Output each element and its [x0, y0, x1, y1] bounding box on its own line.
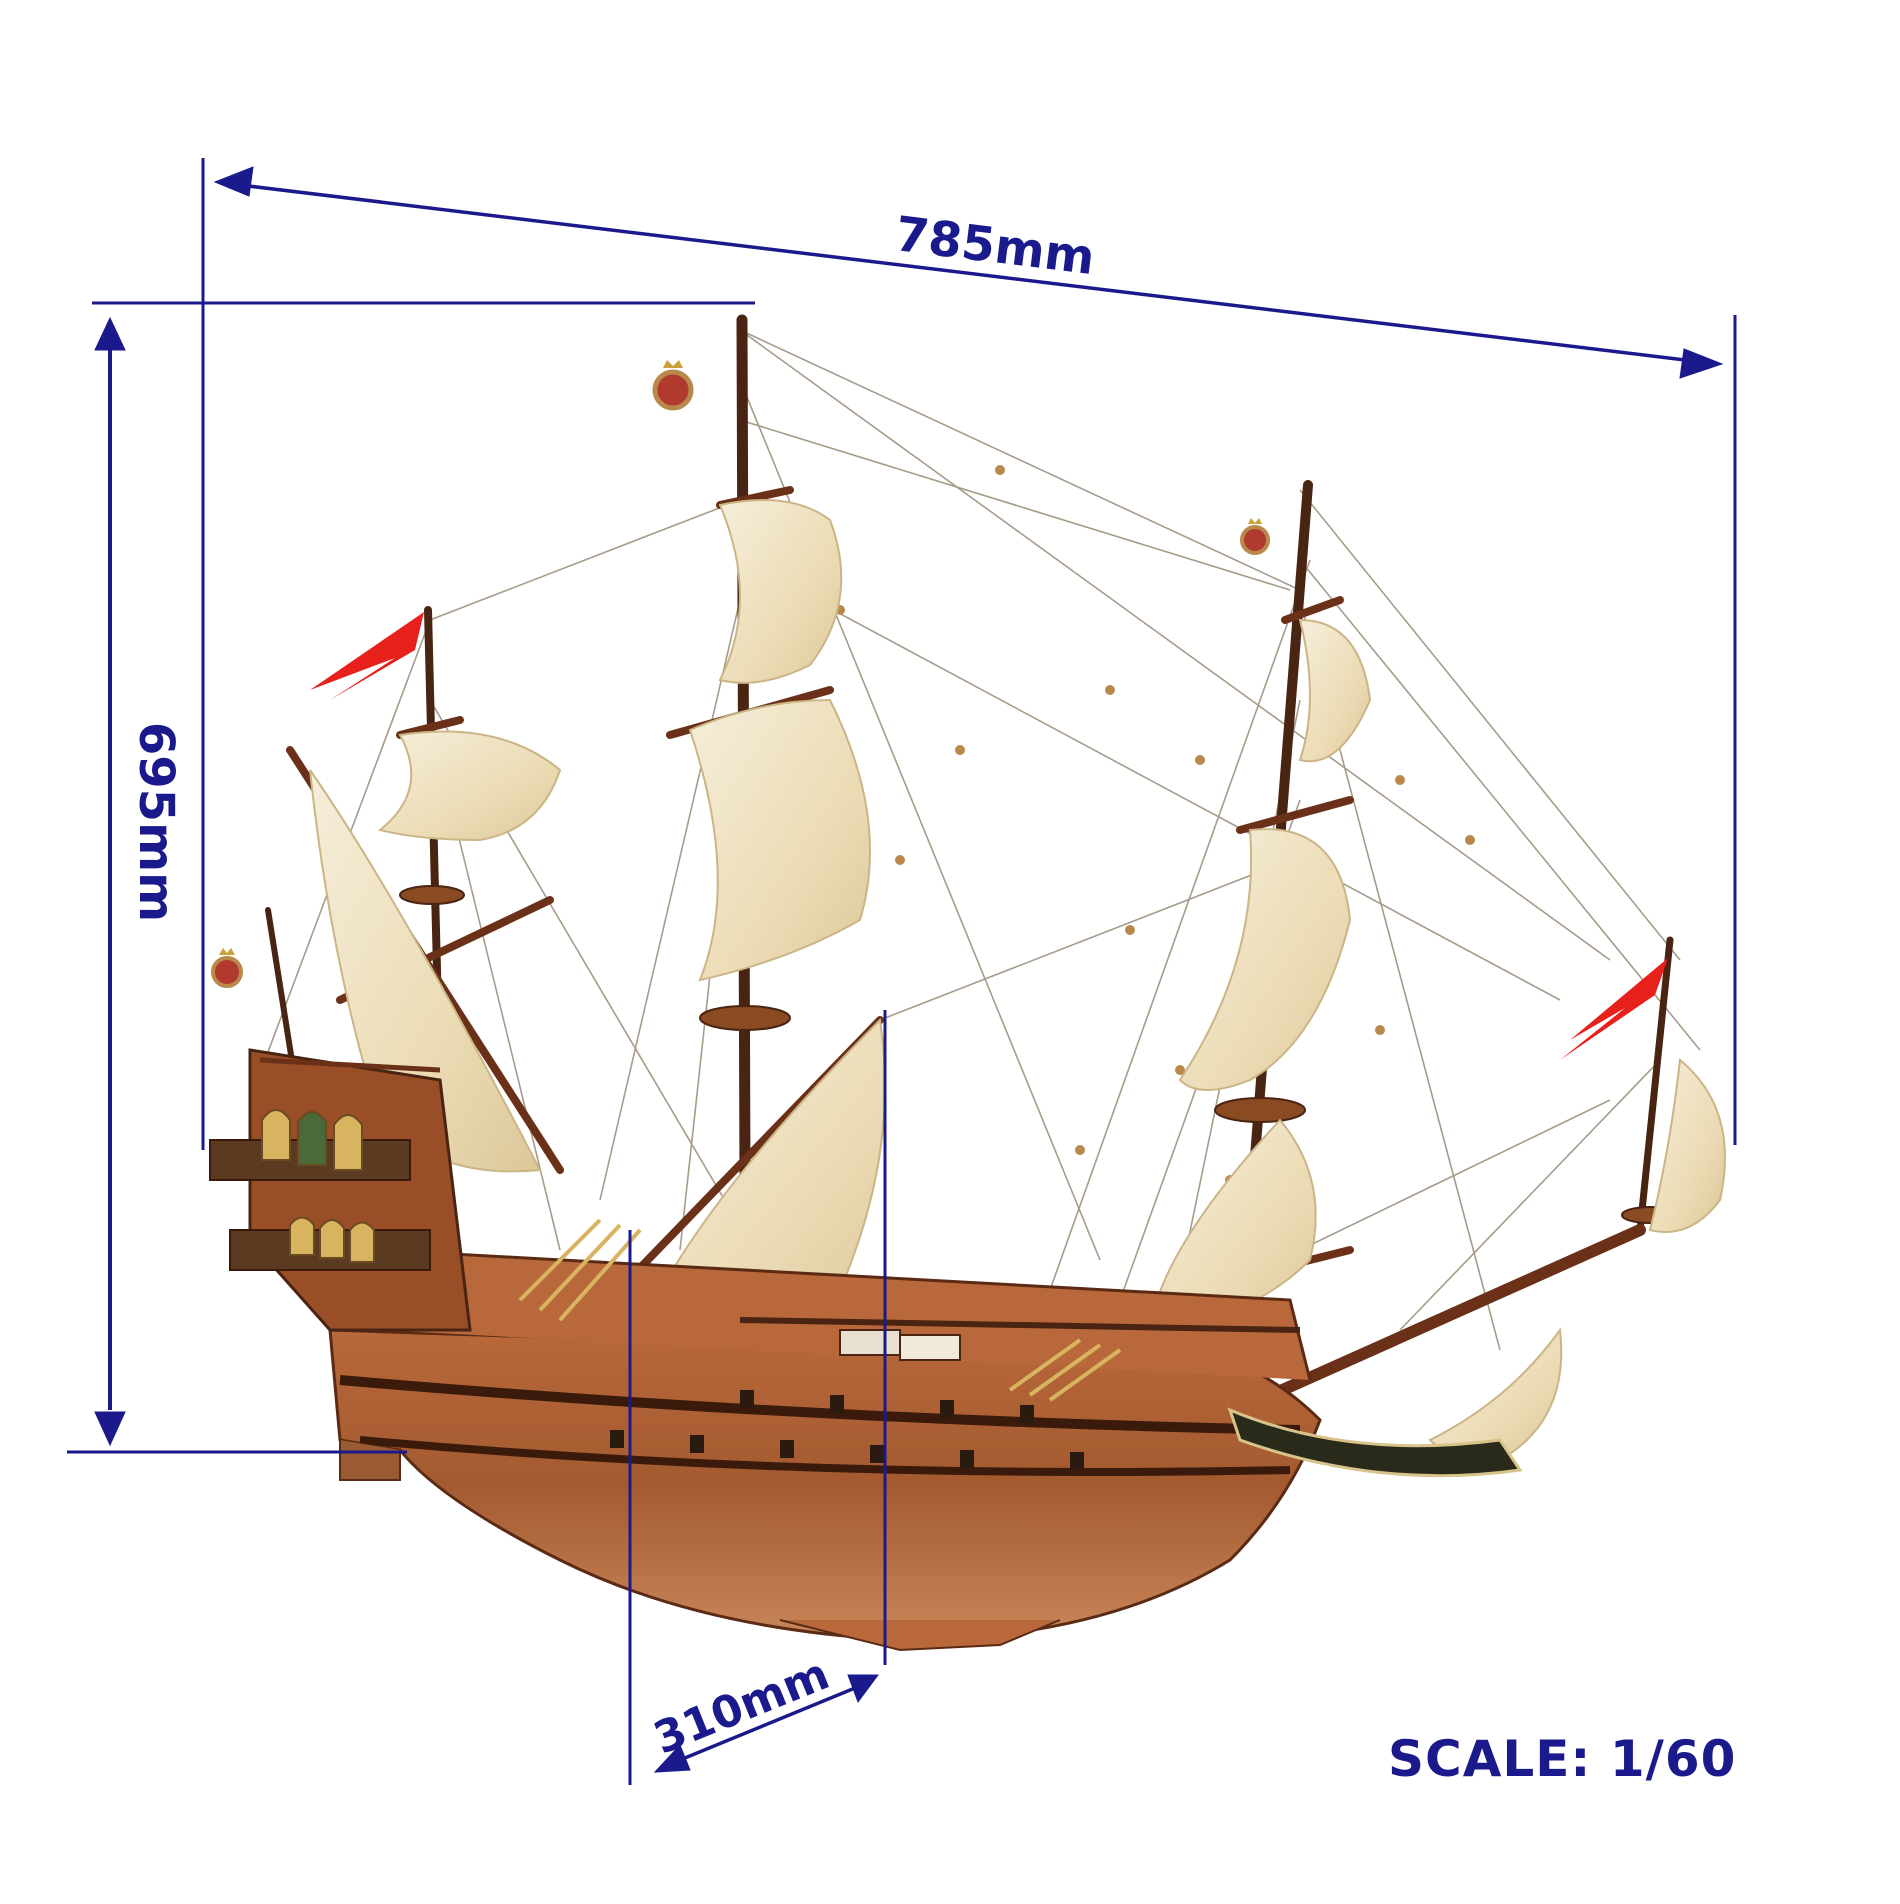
- length-dimension-arrow: [213, 166, 1724, 379]
- crest-icon: [211, 948, 243, 988]
- pennants: [310, 612, 1668, 1060]
- scale-label: SCALE: 1/60: [1388, 1730, 1737, 1788]
- rigging-blocks: [835, 465, 1475, 1185]
- stern-pennant-icon: [310, 612, 424, 700]
- bow-pennant-icon: [1560, 958, 1668, 1060]
- mizzen-topsail: [377, 730, 562, 842]
- length-label: 785mm: [892, 206, 1098, 286]
- height-label: 695mm: [128, 722, 184, 922]
- crests: [211, 360, 1270, 988]
- bowsprit-sail: [1648, 1058, 1726, 1233]
- ship-model-illustration: [209, 314, 1726, 1652]
- main-topsail: [718, 499, 843, 684]
- stern-castle: [248, 1048, 472, 1332]
- arrowhead-up-icon: [94, 316, 126, 351]
- height-dimension-arrow: [94, 316, 126, 1447]
- crest-icon: [652, 360, 694, 411]
- arrowhead-lower-left-icon: [653, 1744, 691, 1773]
- fighting-tops: [399, 885, 1679, 1224]
- beam-dimension-arrow: [653, 1674, 879, 1773]
- dimension-annotations: [67, 158, 1737, 1785]
- arrowhead-down-icon: [94, 1411, 126, 1447]
- main-course-upper: [688, 698, 871, 982]
- hull-body: [328, 1328, 1322, 1642]
- sails: [309, 499, 1726, 1462]
- beam-label: 310mm: [647, 1649, 836, 1765]
- arrowhead-left-icon: [213, 166, 254, 197]
- hull: [209, 1048, 1523, 1652]
- masts: [265, 314, 1674, 1406]
- fore-course: [1178, 828, 1352, 1091]
- beakhead: [1227, 1407, 1523, 1478]
- arrowhead-upper-right-icon: [847, 1674, 879, 1704]
- arrowhead-right-icon: [1679, 348, 1724, 379]
- crest-icon: [1240, 518, 1270, 555]
- fore-topsail: [1298, 618, 1372, 763]
